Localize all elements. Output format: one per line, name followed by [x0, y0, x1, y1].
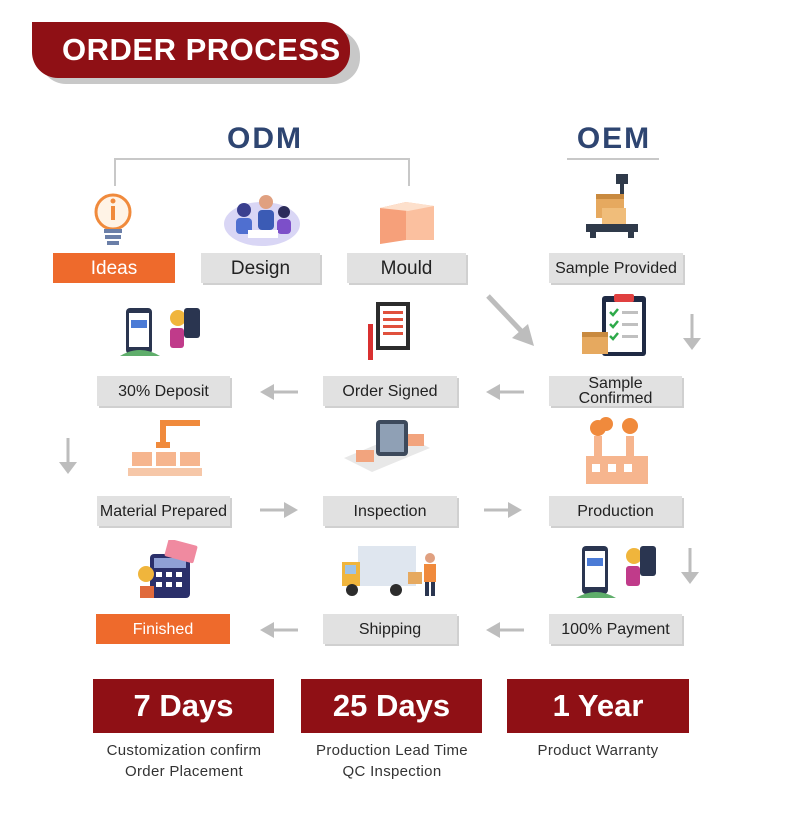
- left-arrow-icon: [484, 382, 526, 402]
- step-order-signed: Order Signed: [323, 376, 457, 406]
- stat-caption: Customization confirm Order Placement: [80, 740, 288, 782]
- sample-confirmed-line-2: Confirmed: [578, 390, 653, 407]
- order-process-banner: ORDER PROCESS: [32, 22, 350, 78]
- step-payment: 100% Payment: [549, 614, 682, 644]
- clipboard-checklist-icon: [580, 292, 654, 360]
- left-arrow-icon: [258, 382, 300, 402]
- down-arrow-icon: [678, 546, 702, 586]
- step-deposit: 30% Deposit: [97, 376, 230, 406]
- mould-box-icon: [376, 200, 438, 244]
- oem-underline: [567, 158, 659, 160]
- phone-payment-icon: [120, 304, 204, 360]
- oem-heading: OEM: [576, 122, 652, 155]
- calculator-cards-icon: [136, 540, 202, 602]
- team-meeting-icon: [222, 190, 302, 248]
- stat-value-days-25: 25 Days: [301, 679, 482, 733]
- odm-heading: ODM: [227, 122, 303, 155]
- stat-caption-line: Order Placement: [125, 763, 243, 780]
- stat-value-days-7: 7 Days: [93, 679, 274, 733]
- stat-caption: Production Lead Time QC Inspection: [288, 740, 496, 782]
- step-shipping: Shipping: [323, 614, 457, 644]
- page-title: ORDER PROCESS: [62, 32, 341, 67]
- lightbulb-icon: [90, 190, 136, 248]
- stat-value-year-1: 1 Year: [507, 679, 689, 733]
- step-inspection: Inspection: [323, 496, 457, 526]
- right-arrow-icon: [482, 500, 524, 520]
- stat-caption-line: Production Lead Time: [316, 742, 468, 759]
- signed-document-icon: [366, 298, 414, 364]
- step-sample-confirmed: Sample Confirmed: [549, 375, 682, 407]
- stat-caption-line: QC Inspection: [342, 763, 442, 780]
- right-arrow-icon: [258, 500, 300, 520]
- step-mould: Mould: [347, 253, 466, 283]
- step-finished: Finished: [96, 614, 230, 644]
- left-arrow-icon: [258, 620, 300, 640]
- stat-caption: Product Warranty: [494, 740, 702, 761]
- sample-confirmed-line-1: Sample: [588, 375, 643, 392]
- down-arrow-icon: [56, 436, 80, 476]
- diagonal-arrow-icon: [484, 292, 540, 350]
- step-material-prepared: Material Prepared: [97, 496, 230, 526]
- scale-boxes-icon: [582, 172, 642, 242]
- stat-caption-line: Product Warranty: [537, 742, 659, 759]
- robot-arm-icon: [126, 418, 204, 484]
- step-production: Production: [549, 496, 682, 526]
- left-arrow-icon: [484, 620, 526, 640]
- phone-payment-icon: [576, 542, 660, 602]
- odm-bracket: [114, 158, 410, 186]
- down-arrow-icon: [680, 312, 704, 352]
- delivery-truck-icon: [338, 544, 442, 602]
- factory-icon: [584, 416, 650, 486]
- conveyor-inspection-icon: [342, 414, 432, 474]
- step-ideas: Ideas: [53, 253, 175, 283]
- step-sample-provided: Sample Provided: [549, 253, 683, 283]
- step-design: Design: [201, 253, 320, 283]
- stat-caption-line: Customization confirm: [106, 742, 262, 759]
